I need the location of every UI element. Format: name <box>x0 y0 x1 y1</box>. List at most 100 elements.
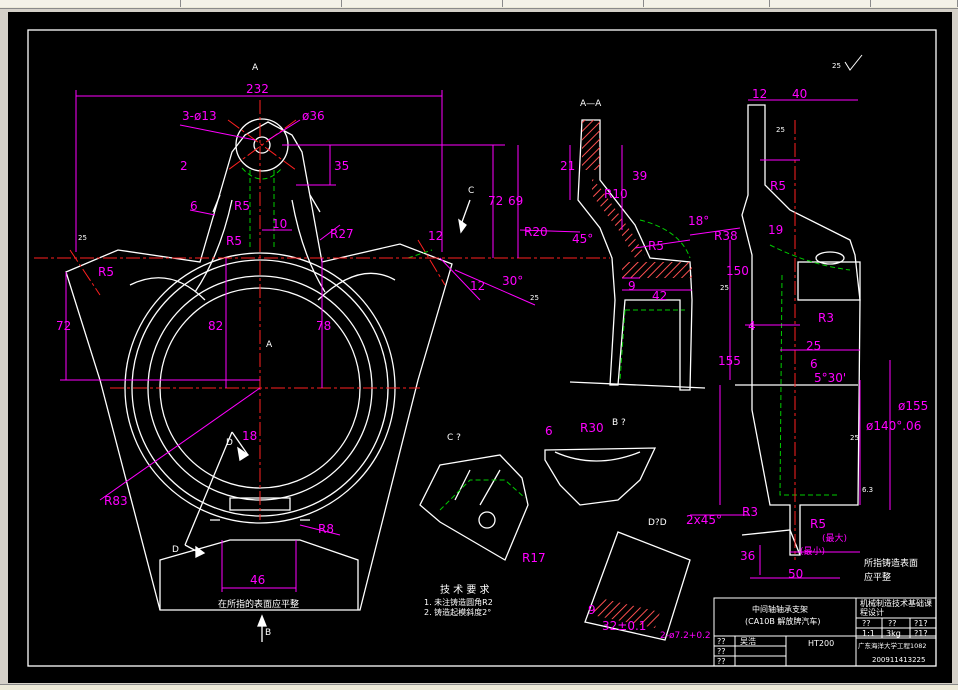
view-c <box>419 454 529 561</box>
sec-dim-39: 39 <box>632 169 647 183</box>
main-view <box>65 118 453 611</box>
dim-82: 82 <box>208 319 223 333</box>
surface-finish-marks: 25 25 25 25 6.3 25 25 <box>78 54 873 494</box>
title-block <box>713 597 937 667</box>
rv-dim-25: 25 <box>806 339 821 353</box>
tb-weight: 3kg <box>886 629 901 638</box>
dim-r5a: R5 <box>234 199 250 213</box>
tb-material: HT200 <box>808 639 834 648</box>
tb-student-id: 200911413225 <box>872 656 925 664</box>
sec-dim-r10: R10 <box>604 187 628 201</box>
sec-dim-9: 9 <box>628 279 636 293</box>
rv-dim-155a: 155 <box>718 354 741 368</box>
main-view-label-center: A <box>266 340 273 350</box>
tb-q4: ?1? <box>914 629 928 638</box>
rv-dim-r5b: R5 <box>810 517 826 531</box>
toolbar-segment-5[interactable] <box>644 0 770 7</box>
toolbar-segment-6[interactable] <box>770 0 871 7</box>
view-d-label: D?D <box>648 518 667 528</box>
dim-12a: 12 <box>428 229 443 243</box>
dim-69: 69 <box>508 194 523 208</box>
dim-r5c: R5 <box>98 265 114 279</box>
dim-18: 18 <box>242 429 257 443</box>
section-aa-dims <box>519 145 741 291</box>
view-d-dim-2deg: 2-ø7.2+0.2 <box>660 631 711 641</box>
window-bottom-bar <box>0 684 958 690</box>
surface-finish-rv-b: 25 <box>720 284 729 292</box>
rv-dim-12: 12 <box>752 87 767 101</box>
dim-35: 35 <box>334 159 349 173</box>
toolbar-segment-2[interactable] <box>181 0 342 7</box>
dim-r83: R83 <box>104 494 128 508</box>
section-aa-label: A—A <box>580 99 602 109</box>
dim-46: 46 <box>250 573 265 587</box>
dim-3-phi13: 3-ø13 <box>182 109 217 123</box>
sec-dim-r38: R38 <box>714 229 738 243</box>
dim-6: 6 <box>190 199 198 213</box>
dim-72b: 72 <box>56 319 71 333</box>
tech-requirements-title: 技 术 要 求 <box>440 583 490 596</box>
rv-dim-19: 19 <box>768 223 783 237</box>
dim-232: 232 <box>246 82 269 96</box>
tech-requirement-2: 2. 铸造起模斜度2° <box>424 607 491 617</box>
main-view-label-top: A <box>252 63 259 73</box>
view-d-dim-9: 9 <box>588 603 596 617</box>
surface-finish-rv-d: 6.3 <box>862 486 873 494</box>
main-hidden-lines <box>241 167 433 259</box>
dimension-texts: 232 3-ø13 ø36 2 35 72 69 6 R5 10 R5 R27 … <box>56 82 928 641</box>
main-bottom-note: 在所指的表面应平整 <box>218 598 299 610</box>
tb-r3c1: ?? <box>717 657 726 666</box>
tb-q1: ?? <box>862 619 871 628</box>
toolbar-segment-3[interactable] <box>342 0 503 7</box>
section-aa-hatch-1 <box>582 120 600 170</box>
dim-10: 10 <box>272 217 287 231</box>
dim-30deg: 30° <box>502 274 523 288</box>
dim-r8: R8 <box>318 522 334 536</box>
toolbar-segment-7[interactable] <box>871 0 958 7</box>
view-c-hidden <box>439 479 526 511</box>
dim-phi36: ø36 <box>302 109 325 123</box>
notes: 在所指的表面应平整 所指铸造表面 应平整 技 术 要 求 1. 未注铸造圆角R2… <box>218 557 918 617</box>
surface-finish-main-b: 25 <box>530 294 539 302</box>
main-dimension-lines <box>60 90 536 592</box>
surface-finish-top-right: 25 <box>832 62 841 70</box>
rv-dim-max: (最大) <box>822 532 847 544</box>
dim-12b: 12 <box>470 279 485 293</box>
rv-dim-5-30: 5°30' <box>814 371 846 385</box>
tb-r1c1: ?? <box>717 637 726 646</box>
cad-drawing: A A B A—A C ? B ? D?D C D D 232 3-ø13 ø3… <box>27 29 937 667</box>
tech-requirement-1: 1. 未注铸造圆角R2 <box>424 597 493 607</box>
rv-dim-min: (最小) <box>800 546 825 557</box>
toolbar-segment-1[interactable] <box>0 0 181 7</box>
rv-dim-6: 6 <box>810 357 818 371</box>
right-side-dims <box>690 99 891 579</box>
section-aa-view <box>569 119 706 391</box>
dim-r5b: R5 <box>226 234 242 248</box>
sec-dim-r5: R5 <box>648 239 664 253</box>
view-arrows[interactable] <box>184 199 471 642</box>
cad-drawing-viewport[interactable]: A A B A—A C ? B ? D?D C D D 232 3-ø13 ø3… <box>8 12 952 683</box>
view-c-label: C ? <box>447 433 461 443</box>
window-top-bar <box>0 0 958 9</box>
right-side-view <box>735 104 861 556</box>
sec-dim-42: 42 <box>652 289 667 303</box>
rv-dim-40: 40 <box>792 87 807 101</box>
tb-design-title-1: 机械制造技术基础课 <box>860 598 932 608</box>
section-aa-hatch-3 <box>622 262 692 278</box>
right-side-note-2: 应平整 <box>864 571 891 583</box>
tb-school: 广东海洋大学工程1082 <box>858 641 927 650</box>
surface-finish-rv-c: 25 <box>850 434 859 442</box>
view-b-dim-r30: R30 <box>580 421 604 435</box>
toolbar-segment-4[interactable] <box>503 0 644 7</box>
dim-2: 2 <box>180 159 188 173</box>
section-aa-hatch-2 <box>592 178 645 258</box>
tb-scale: 1:1 <box>862 629 875 638</box>
right-side-hidden <box>769 244 851 496</box>
tb-q3: ?1? <box>914 619 928 628</box>
sec-dim-r20: R20 <box>524 225 548 239</box>
main-view-label-bottom: B <box>265 628 271 638</box>
title-block-text: 中间轴轴承支架 (CA10B 解放牌汽车) 机械制造技术基础课 程设计 ?? ?… <box>717 598 932 666</box>
rv-dim-150: 150 <box>726 264 749 278</box>
rv-dim-50: 50 <box>788 567 803 581</box>
rv-dim-4: 4 <box>748 319 756 333</box>
